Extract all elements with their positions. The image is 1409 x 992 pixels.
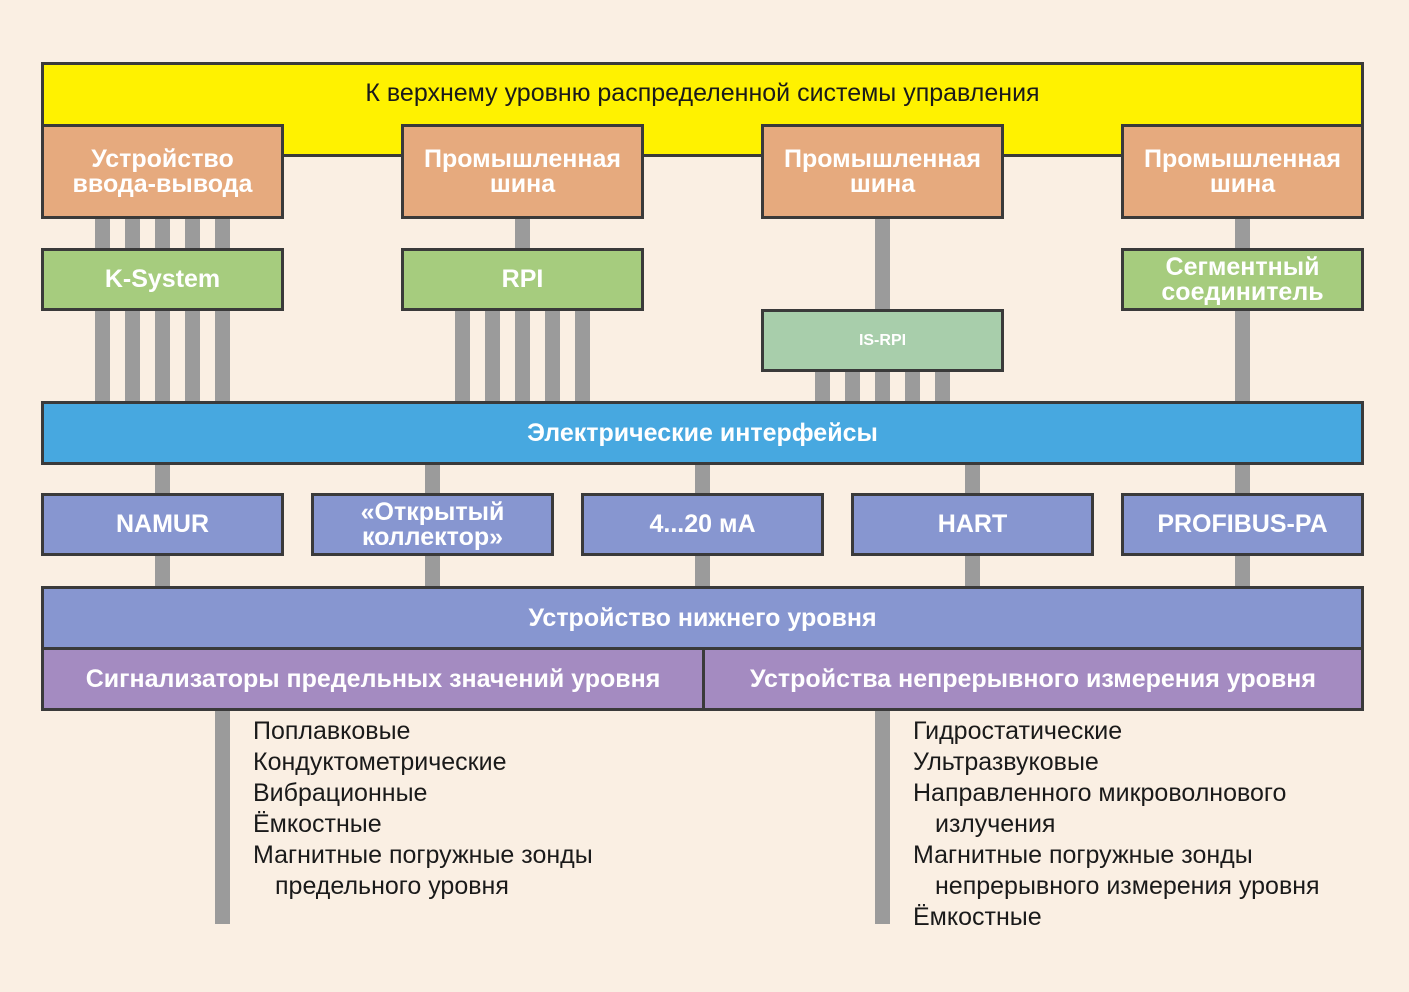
list-item: Ёмкостные xyxy=(253,810,382,838)
list-item: излучения xyxy=(935,810,1056,838)
connector xyxy=(95,216,110,252)
continuous-measurement-label: Устройства непрерывного измерения уровня xyxy=(750,664,1316,693)
list-item: Ультразвуковые xyxy=(913,748,1099,776)
limit-switch-types-list: Поплавковые Кондуктометрические Вибрацио… xyxy=(253,716,593,902)
industrial-bus-box-1: Промышленная шина xyxy=(401,124,644,219)
connector xyxy=(935,370,950,404)
connector xyxy=(575,308,590,404)
is-rpi-label: IS-RPI xyxy=(858,331,907,349)
connector xyxy=(965,554,980,589)
continuous-measurement-types-list: Гидростатические Ультразвуковые Направле… xyxy=(913,716,1320,933)
industrial-bus-box-3: Промышленная шина xyxy=(1121,124,1364,219)
connector xyxy=(485,308,500,404)
limit-switches-label: Сигнализаторы предельных значений уровня xyxy=(85,664,661,693)
interface-box-profibus: PROFIBUS-PA xyxy=(1121,493,1364,556)
interface-label: «Открытый xyxy=(360,497,505,526)
rpi-box: RPI xyxy=(401,248,644,311)
connector xyxy=(965,462,980,497)
list-item: Магнитные погружные зонды xyxy=(253,841,593,869)
interface-label: HART xyxy=(937,510,1008,538)
industrial-bus-label-1: Промышленная xyxy=(1143,144,1341,173)
list-item: Кондуктометрические xyxy=(253,748,507,776)
connector xyxy=(695,554,710,589)
connector xyxy=(1235,462,1250,497)
interface-label: PROFIBUS-PA xyxy=(1157,510,1328,538)
connector xyxy=(545,308,560,404)
k-system-label: K-System xyxy=(104,265,221,293)
connector xyxy=(185,216,200,252)
left-list-line xyxy=(215,708,230,924)
segment-coupler-label-2: соединитель xyxy=(1161,277,1324,306)
interface-label: 4...20 мА xyxy=(649,510,756,538)
industrial-bus-label-1: Промышленная xyxy=(783,144,981,173)
segment-coupler-label-1: Сегментный xyxy=(1165,252,1320,281)
list-item: Гидростатические xyxy=(913,717,1123,745)
electrical-interfaces-label: Электрические интерфейсы xyxy=(527,418,878,447)
industrial-bus-label-2: шина xyxy=(489,169,556,198)
connector xyxy=(905,370,920,404)
list-item: Вибрационные xyxy=(253,779,428,807)
right-list-line xyxy=(875,708,890,924)
connector xyxy=(695,462,710,497)
connector xyxy=(875,370,890,404)
list-item: предельного уровня xyxy=(275,872,509,900)
field-device-label: Устройство нижнего уровня xyxy=(528,603,877,632)
segment-coupler-box: Сегментный соединитель xyxy=(1121,248,1364,311)
interface-box-4-20ma: 4...20 мА xyxy=(581,493,824,556)
rpi-label: RPI xyxy=(501,265,544,293)
connector xyxy=(815,370,830,404)
interface-box-hart: HART xyxy=(851,493,1094,556)
k-system-box: K-System xyxy=(41,248,284,311)
interface-label: коллектор» xyxy=(361,522,504,551)
connector xyxy=(1235,216,1250,252)
connector xyxy=(215,308,230,404)
field-device-bar: Устройство нижнего уровня xyxy=(41,586,1364,650)
connector xyxy=(125,308,140,404)
industrial-bus-label-2: шина xyxy=(1209,169,1276,198)
connector xyxy=(455,308,470,404)
industrial-bus-label-1: Промышленная xyxy=(423,144,621,173)
connector xyxy=(1235,554,1250,589)
connector xyxy=(425,462,440,497)
list-item: непрерывного измерения уровня xyxy=(935,872,1320,900)
connector xyxy=(155,462,170,497)
connector xyxy=(515,216,530,252)
io-device-label-1: Устройство xyxy=(91,144,234,173)
is-rpi-box: IS-RPI xyxy=(761,309,1004,372)
connector xyxy=(155,216,170,252)
connector xyxy=(155,554,170,589)
connector xyxy=(875,216,890,312)
connector xyxy=(125,216,140,252)
list-item: Направленного микроволнового xyxy=(913,779,1287,807)
list-item: Ёмкостные xyxy=(913,903,1042,931)
interface-box-open-collector: «Открытый коллектор» xyxy=(311,493,554,556)
top-level-label: К верхнему уровню распределенной системы… xyxy=(365,79,1040,107)
connector xyxy=(155,308,170,404)
interface-label: NAMUR xyxy=(115,510,210,538)
connector xyxy=(845,370,860,404)
industrial-bus-box-2: Промышленная шина xyxy=(761,124,1004,219)
connector xyxy=(95,308,110,404)
continuous-measurement-box: Устройства непрерывного измерения уровня xyxy=(702,647,1364,711)
industrial-bus-label-2: шина xyxy=(849,169,916,198)
connector xyxy=(1235,308,1250,404)
io-device-box: Устройство ввода-вывода xyxy=(41,124,284,219)
connector xyxy=(425,554,440,589)
list-item: Поплавковые xyxy=(253,717,411,745)
io-device-label-2: ввода-вывода xyxy=(72,169,253,198)
connector xyxy=(185,308,200,404)
interface-box-namur: NAMUR xyxy=(41,493,284,556)
connector xyxy=(215,216,230,252)
limit-switches-box: Сигнализаторы предельных значений уровня xyxy=(41,647,705,711)
list-item: Магнитные погружные зонды xyxy=(913,841,1253,869)
electrical-interfaces-bar: Электрические интерфейсы xyxy=(41,401,1364,465)
connector xyxy=(515,308,530,404)
